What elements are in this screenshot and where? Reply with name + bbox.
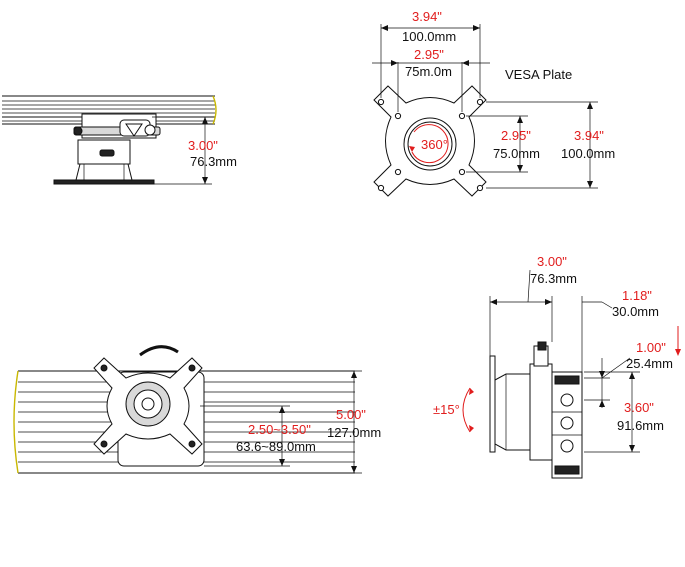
vesa-rotation: 360° xyxy=(421,137,448,152)
front-height-mm: 127.0mm xyxy=(327,425,381,440)
rotation-ring xyxy=(407,121,453,167)
plate-edge xyxy=(53,179,155,185)
side-vesa-edge xyxy=(489,355,496,453)
vesa-outer-mm: 100.0mm xyxy=(402,29,456,44)
top-height-mm: 76.3mm xyxy=(190,154,237,169)
side-depth-mm: 76.3mm xyxy=(530,271,577,286)
vesa-side-inner-mm: 75.0mm xyxy=(493,146,540,161)
top-height-in: 3.00" xyxy=(188,138,218,153)
vesa-inner-mm: 75m.0m xyxy=(405,64,452,79)
vesa-plate-view: 360° 3.94" 100.0mm 2.95" 75m.0m VESA Pla… xyxy=(372,9,615,197)
side-view: ±15° 3.00" 76.3mm 1.18" 30.0mm 1.00" 25.… xyxy=(433,254,681,479)
rail-stripes-front xyxy=(13,370,355,474)
vesa-side-inner-in: 2.95" xyxy=(501,128,531,143)
vesa-title: VESA Plate xyxy=(505,67,572,82)
side-tilt: ±15° xyxy=(433,402,460,417)
front-height-in: 5.00" xyxy=(336,407,366,422)
side-span-mm: 91.6mm xyxy=(617,418,664,433)
side-offset-mm: 25.4mm xyxy=(626,356,673,371)
front-range-in: 2.50~3.50" xyxy=(248,422,311,437)
top-side-view: 3.00" 76.3mm xyxy=(2,95,237,185)
vesa-outer-in: 3.94" xyxy=(412,9,442,24)
front-view: 2.50~3.50" 63.6~89.0mm 5.00" 127.0mm xyxy=(13,345,381,474)
side-rail-in: 1.18" xyxy=(622,288,652,303)
side-rail-mm: 30.0mm xyxy=(612,304,659,319)
front-range-mm: 63.6~89.0mm xyxy=(236,439,316,454)
vesa-side-outer-mm: 100.0mm xyxy=(561,146,615,161)
side-span-in: 3.60" xyxy=(624,400,654,415)
vesa-inner-in: 2.95" xyxy=(414,47,444,62)
side-depth-in: 3.00" xyxy=(537,254,567,269)
vesa-side-outer-in: 3.94" xyxy=(574,128,604,143)
side-offset-in: 1.00" xyxy=(636,340,666,355)
